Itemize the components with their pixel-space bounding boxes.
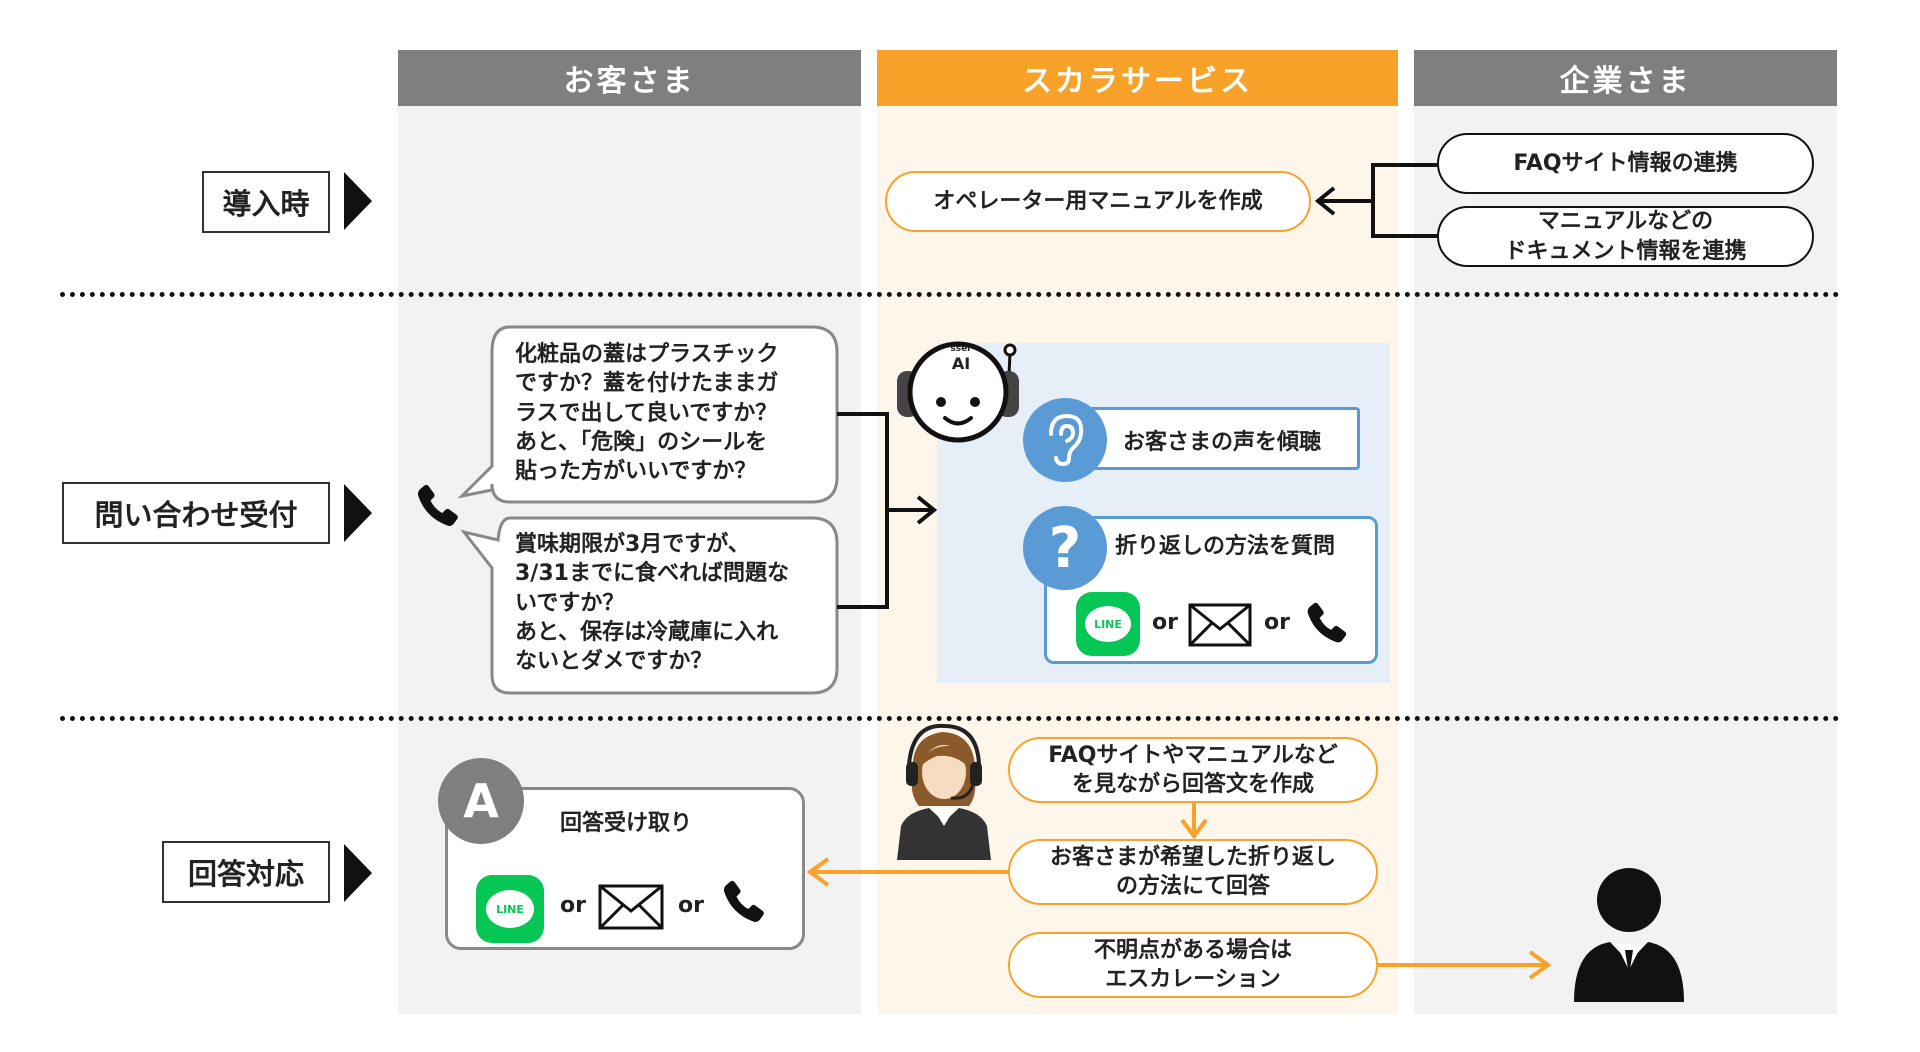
row-label-answer: 回答対応 (162, 841, 330, 903)
robot-badge-small: sser (950, 344, 972, 354)
robot-icon (897, 341, 1019, 443)
row-divider-1 (60, 292, 1840, 297)
answer-badge: A (438, 758, 524, 844)
ask-method-label: 折り返しの方法を質問 (1115, 534, 1336, 559)
line-icon: LINE (1076, 592, 1140, 656)
question-icon: ? (1023, 506, 1107, 590)
listen-label: お客さまの声を傾聴 (1123, 430, 1322, 455)
or-label: or (1264, 610, 1290, 635)
phone-icon (723, 880, 764, 922)
customer-header: お客さま (398, 50, 861, 106)
escalation-text: 不明点がある場合は エスカレーション (1093, 937, 1292, 992)
line-icon: LINE (476, 875, 544, 943)
bubble-question-1: 化粧品の蓋はプラスチック ですか？蓋を付けたままガ ラスで出して良いですか？ あ… (515, 342, 779, 484)
or-label: or (1152, 610, 1178, 635)
create-answer-pill: FAQサイトやマニュアルなど を見ながら回答文を作成 (1008, 737, 1378, 803)
row-arrow-answer (344, 844, 372, 902)
row-arrow-inquiry (344, 484, 372, 542)
row-label-inquiry: 問い合わせ受付 (62, 482, 330, 544)
or-label: or (560, 893, 586, 918)
ear-icon (1023, 398, 1107, 482)
answer-receive-label: 回答受け取り (560, 811, 693, 836)
person-icon (1574, 868, 1684, 1002)
mail-icon (598, 884, 664, 930)
faq-link-pill: FAQサイト情報の連携 (1437, 133, 1814, 194)
escalation-pill: 不明点がある場合は エスカレーション (1008, 932, 1378, 998)
or-label: or (678, 893, 704, 918)
operator-icon (897, 723, 991, 860)
bubble-question-2: 賞味期限が3月ですが、 3/31までに食べれば問題な いですか？ あと、保存は冷… (515, 532, 789, 674)
line-logo-text: LINE (1094, 617, 1122, 631)
phone-icon (417, 484, 458, 526)
doc-link-pill: マニュアルなどの ドキュメント情報を連携 (1437, 206, 1814, 267)
answer-badge-letter: A (463, 774, 499, 828)
create-answer-text: FAQサイトやマニュアルなど を見ながら回答文を作成 (1048, 742, 1338, 797)
scala-header: スカラサービス (877, 50, 1398, 106)
row-label-intro: 導入時 (202, 171, 330, 233)
manual-create-pill: オペレーター用マニュアルを作成 (885, 171, 1311, 232)
robot-badge: AI (951, 354, 971, 373)
row-divider-2 (60, 716, 1840, 721)
company-header: 企業さま (1414, 50, 1837, 106)
mail-icon (1188, 603, 1252, 647)
doc-link-text: マニュアルなどの ドキュメント情報を連携 (1504, 209, 1747, 264)
phone-icon (1307, 602, 1347, 643)
line-logo-text: LINE (496, 902, 524, 916)
reply-method-pill: お客さまが希望した折り返し の方法にて回答 (1008, 839, 1378, 905)
question-mark: ? (1048, 515, 1082, 581)
reply-method-text: お客さまが希望した折り返し の方法にて回答 (1049, 844, 1336, 899)
row-arrow-intro (344, 172, 372, 230)
